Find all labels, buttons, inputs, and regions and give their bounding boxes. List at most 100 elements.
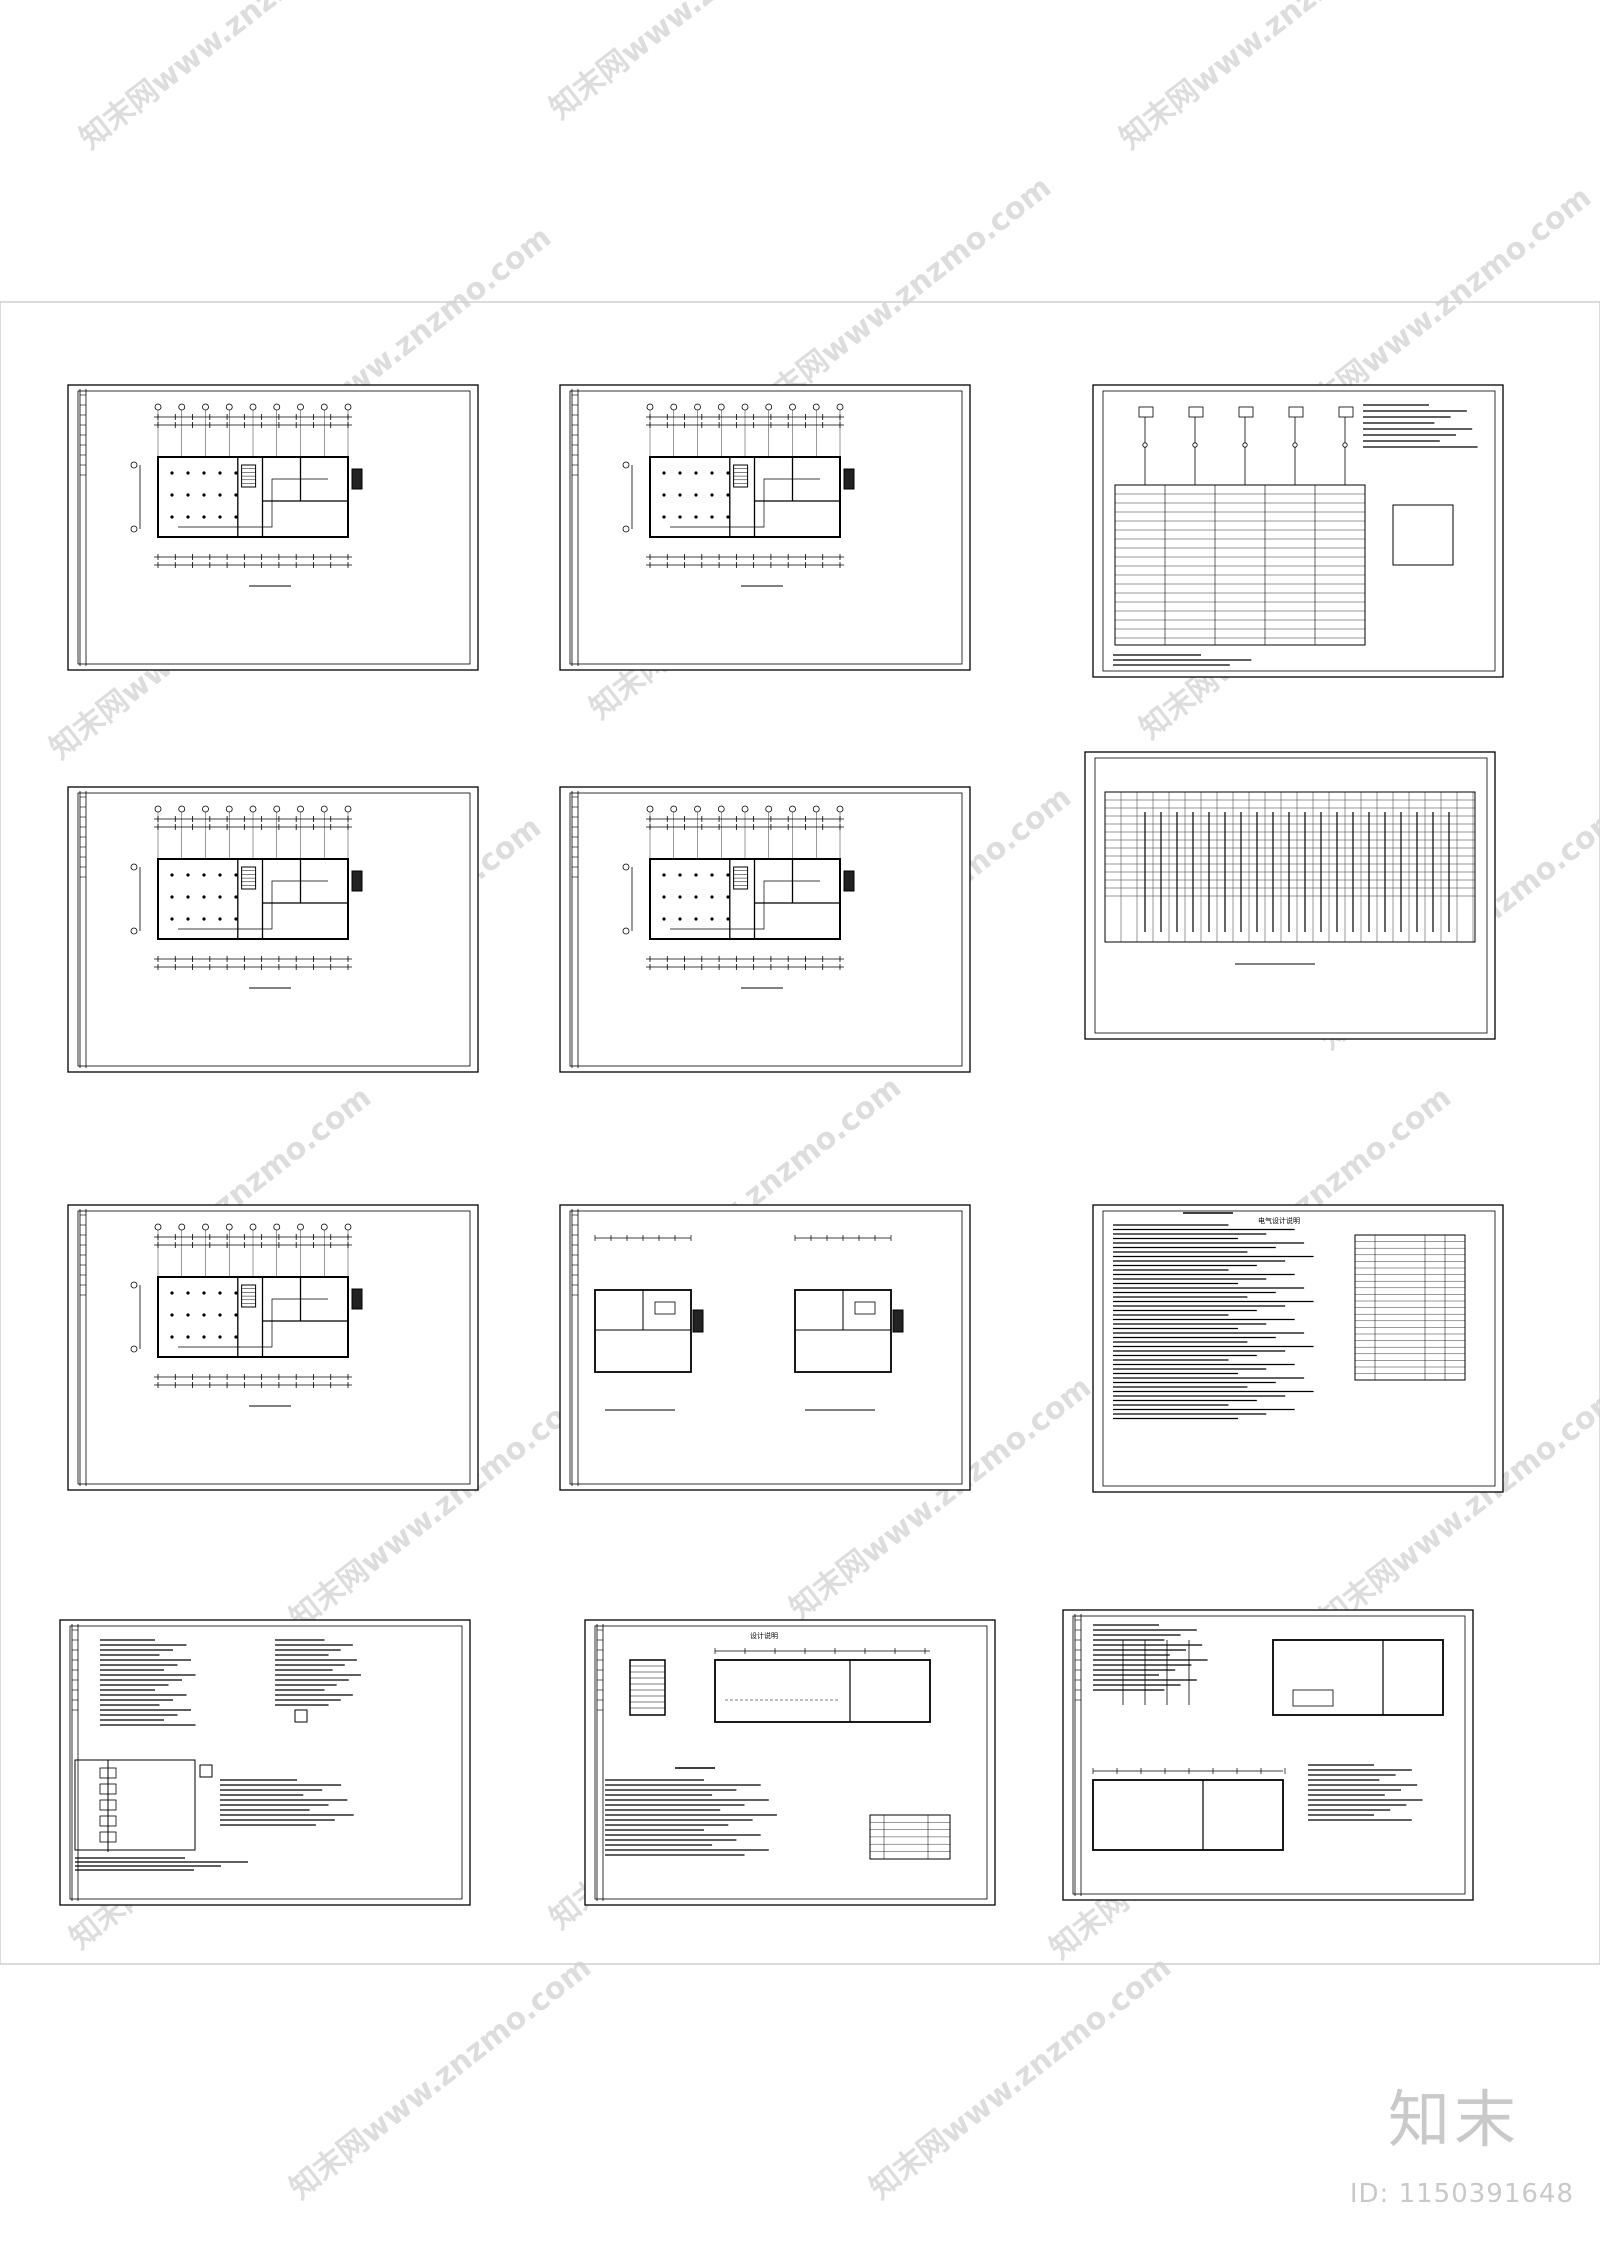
light-fixture — [202, 1335, 206, 1339]
sheet-inner-border — [569, 390, 963, 665]
light-fixture — [170, 1313, 174, 1317]
watermark-text: 知末网www.znzmo.com — [283, 1950, 598, 2207]
light-fixture — [186, 1335, 190, 1339]
circuit-wire — [670, 880, 820, 930]
sheet-frame — [559, 1204, 971, 1491]
light-fixture — [678, 471, 682, 475]
axis-bubble — [225, 403, 233, 411]
sheet-inner-border — [77, 792, 471, 1067]
stair-plan — [629, 1659, 666, 1716]
axis-bubble — [622, 927, 630, 935]
sheet-frame — [1062, 1609, 1474, 1901]
distribution-box — [843, 468, 855, 490]
axis-bubble — [202, 1223, 209, 1231]
drawing-set-border — [0, 301, 1600, 1965]
axis-bubble — [344, 805, 352, 813]
junction-box — [294, 1709, 308, 1723]
riser-block — [74, 1759, 196, 1851]
axis-bubble — [789, 805, 796, 813]
light-fixture — [234, 471, 238, 475]
light-fixture — [170, 917, 174, 921]
axis-bubble — [836, 403, 844, 411]
axis-bubble — [202, 403, 209, 411]
distribution-box — [892, 1309, 904, 1333]
sheet-frame — [67, 786, 479, 1073]
distribution-box — [351, 468, 363, 490]
breaker — [1292, 442, 1298, 448]
axis-bubble — [130, 525, 138, 533]
light-fixture — [662, 471, 666, 475]
axis-bubble — [225, 1223, 233, 1231]
light-fixture — [694, 493, 698, 497]
light-fixture — [186, 1291, 190, 1295]
panel-schedule-table — [1104, 791, 1476, 943]
drawing-sheet-7 — [67, 1204, 479, 1491]
light-fixture — [170, 873, 174, 877]
axis-bubble — [249, 403, 257, 411]
axis-bubble — [836, 805, 844, 813]
watermark-text: 知末网www.znzmo.com — [863, 1950, 1178, 2207]
light-fixture — [710, 493, 714, 497]
light-fixture — [726, 515, 730, 519]
light-fixture — [234, 515, 238, 519]
sheet-inner-border — [69, 1625, 463, 1900]
light-fixture — [202, 1313, 206, 1317]
sheet-inner-border — [77, 390, 471, 665]
axis-bubble — [646, 403, 654, 411]
axis-bubble — [670, 805, 678, 813]
sheet-inner-border — [1094, 757, 1488, 1034]
light-fixture — [186, 895, 190, 899]
axis-bubble — [130, 863, 138, 871]
light-fixture — [662, 515, 666, 519]
light-fixture — [170, 1291, 174, 1295]
axis-bubble — [297, 805, 304, 813]
light-fixture — [662, 873, 666, 877]
light-fixture — [694, 917, 698, 921]
equipment-legend-box — [1392, 504, 1454, 566]
light-fixture — [202, 1291, 206, 1295]
light-fixture — [170, 471, 174, 475]
light-fixture — [186, 1313, 190, 1317]
watermark-text: 知末网www.znzmo.com — [1113, 0, 1428, 156]
building-outline — [649, 456, 841, 538]
light-fixture — [726, 917, 730, 921]
light-fixture — [710, 895, 714, 899]
axis-bubble — [717, 403, 725, 411]
distribution-box — [351, 870, 363, 892]
light-fixture — [202, 471, 206, 475]
watermark-text: 知末网www.znzmo.com — [543, 0, 858, 126]
axis-bubble — [344, 403, 352, 411]
axis-bubble — [273, 805, 281, 813]
light-fixture — [726, 895, 730, 899]
axis-bubble — [130, 1281, 138, 1289]
light-fixture — [170, 1335, 174, 1339]
axis-bubble — [154, 403, 162, 411]
light-fixture — [218, 1291, 222, 1295]
meter-box — [1138, 406, 1154, 418]
light-fixture — [662, 493, 666, 497]
distribution-box — [843, 870, 855, 892]
axis-bubble — [154, 805, 162, 813]
light-fixture — [662, 895, 666, 899]
drawing-sheet-1 — [67, 384, 479, 671]
sheet-inner-border — [569, 1210, 963, 1485]
light-fixture — [678, 493, 682, 497]
light-fixture — [234, 895, 238, 899]
axis-bubble — [202, 805, 209, 813]
light-fixture — [710, 515, 714, 519]
meter-box — [1188, 406, 1204, 418]
light-fixture — [170, 515, 174, 519]
junction-box — [199, 1764, 213, 1778]
axis-bubble — [717, 805, 725, 813]
building-outline — [157, 858, 349, 940]
meter-box — [1288, 406, 1304, 418]
light-fixture — [678, 917, 682, 921]
distribution-box — [692, 1309, 704, 1333]
axis-bubble — [130, 461, 138, 469]
breaker — [1192, 442, 1198, 448]
building-outline — [714, 1659, 931, 1723]
axis-bubble — [622, 525, 630, 533]
light-fixture — [218, 515, 222, 519]
axis-bubble — [812, 403, 820, 411]
